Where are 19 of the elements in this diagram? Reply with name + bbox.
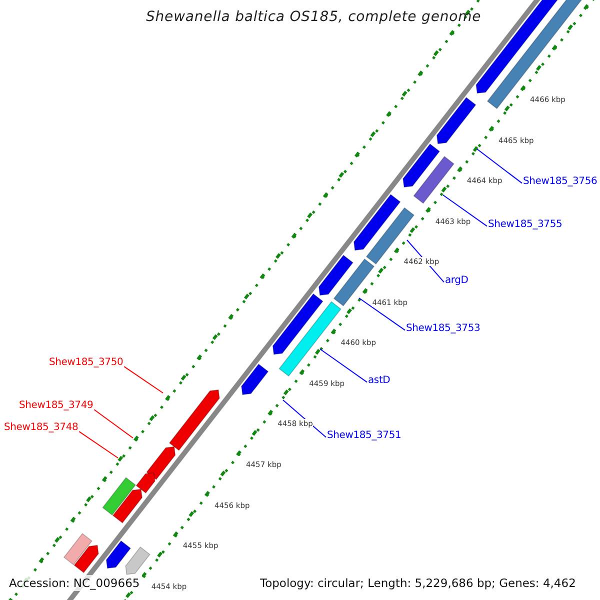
gene-label: astD	[368, 375, 390, 387]
leader-line	[94, 409, 134, 438]
gene-label: Shew185_3755	[488, 219, 562, 231]
gene-label: Shew185_3756	[523, 176, 598, 188]
leader-line	[442, 194, 488, 227]
footer-text: Topology: circular; Length: 5,229,686 bp; Genes: 4,462	[258, 575, 578, 591]
leader-line	[358, 298, 406, 331]
gene-label: Shew185_3753	[406, 323, 480, 335]
gene-label: Shew185_3751	[327, 430, 402, 442]
footer-text: Accession: NC_009665	[7, 575, 142, 591]
leader-line	[320, 348, 368, 383]
title: Shewanella baltica OS185, complete genome	[146, 9, 482, 25]
gene-label: Shew185_3749	[19, 400, 94, 412]
gene-label: Shew185_3750	[49, 357, 124, 369]
gene-label: Shew185_3748	[4, 422, 78, 434]
gene-label: argD	[445, 275, 468, 287]
leader-line	[78, 431, 118, 458]
leader-line	[124, 366, 164, 394]
leader-line	[476, 148, 522, 184]
